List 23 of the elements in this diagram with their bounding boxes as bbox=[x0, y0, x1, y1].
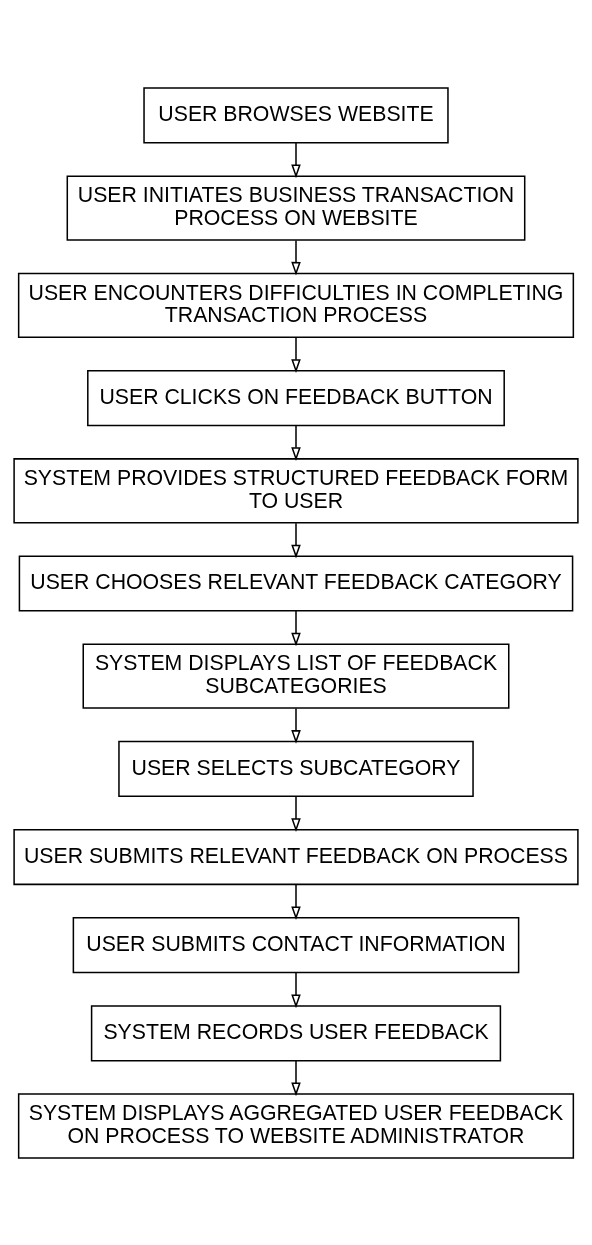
node-box: USER SUBMITS RELEVANT FEEDBACK ON PROCESS bbox=[13, 828, 579, 885]
arrow bbox=[291, 609, 301, 646]
arrow bbox=[291, 1059, 301, 1096]
node-box: USER CLICKS ON FEEDBACK BUTTON bbox=[87, 369, 505, 426]
node-box: USER INITIATES BUSINESS TRANSACTION PROCESS ON WEBSITE bbox=[66, 174, 526, 241]
arrow bbox=[291, 883, 301, 920]
node-box: SYSTEM RECORDS USER FEEDBACK bbox=[90, 1004, 502, 1061]
node-box: USER BROWSES WEBSITE bbox=[143, 86, 449, 144]
arrow bbox=[291, 336, 301, 373]
arrow bbox=[291, 795, 301, 832]
arrow bbox=[291, 521, 301, 558]
node-box: USER SUBMITS CONTACT INFORMATION bbox=[72, 916, 520, 973]
arrow bbox=[291, 707, 301, 744]
node-box: SYSTEM DISPLAYS AGGREGATED USER FEEDBACK ON PROCESS TO WEBSITE ADMINISTRATOR bbox=[17, 1092, 575, 1159]
node-box: USER ENCOUNTERS DIFFICULTIES IN COMPLETING TRANSACTION PROCESS bbox=[17, 272, 575, 338]
node-box: SYSTEM PROVIDES STRUCTURED FEEDBACK FORM TO USER bbox=[13, 457, 579, 523]
node-box: USER CHOOSES RELEVANT FEEDBACK CATEGORY bbox=[18, 554, 574, 612]
node-box: USER SELECTS SUBCATEGORY bbox=[118, 740, 474, 797]
node-box: SYSTEM DISPLAYS LIST OF FEEDBACK SUBCATEGORIES bbox=[82, 643, 510, 709]
arrow bbox=[291, 141, 301, 178]
arrow bbox=[291, 971, 301, 1008]
arrow bbox=[291, 424, 301, 461]
arrow bbox=[291, 239, 301, 276]
